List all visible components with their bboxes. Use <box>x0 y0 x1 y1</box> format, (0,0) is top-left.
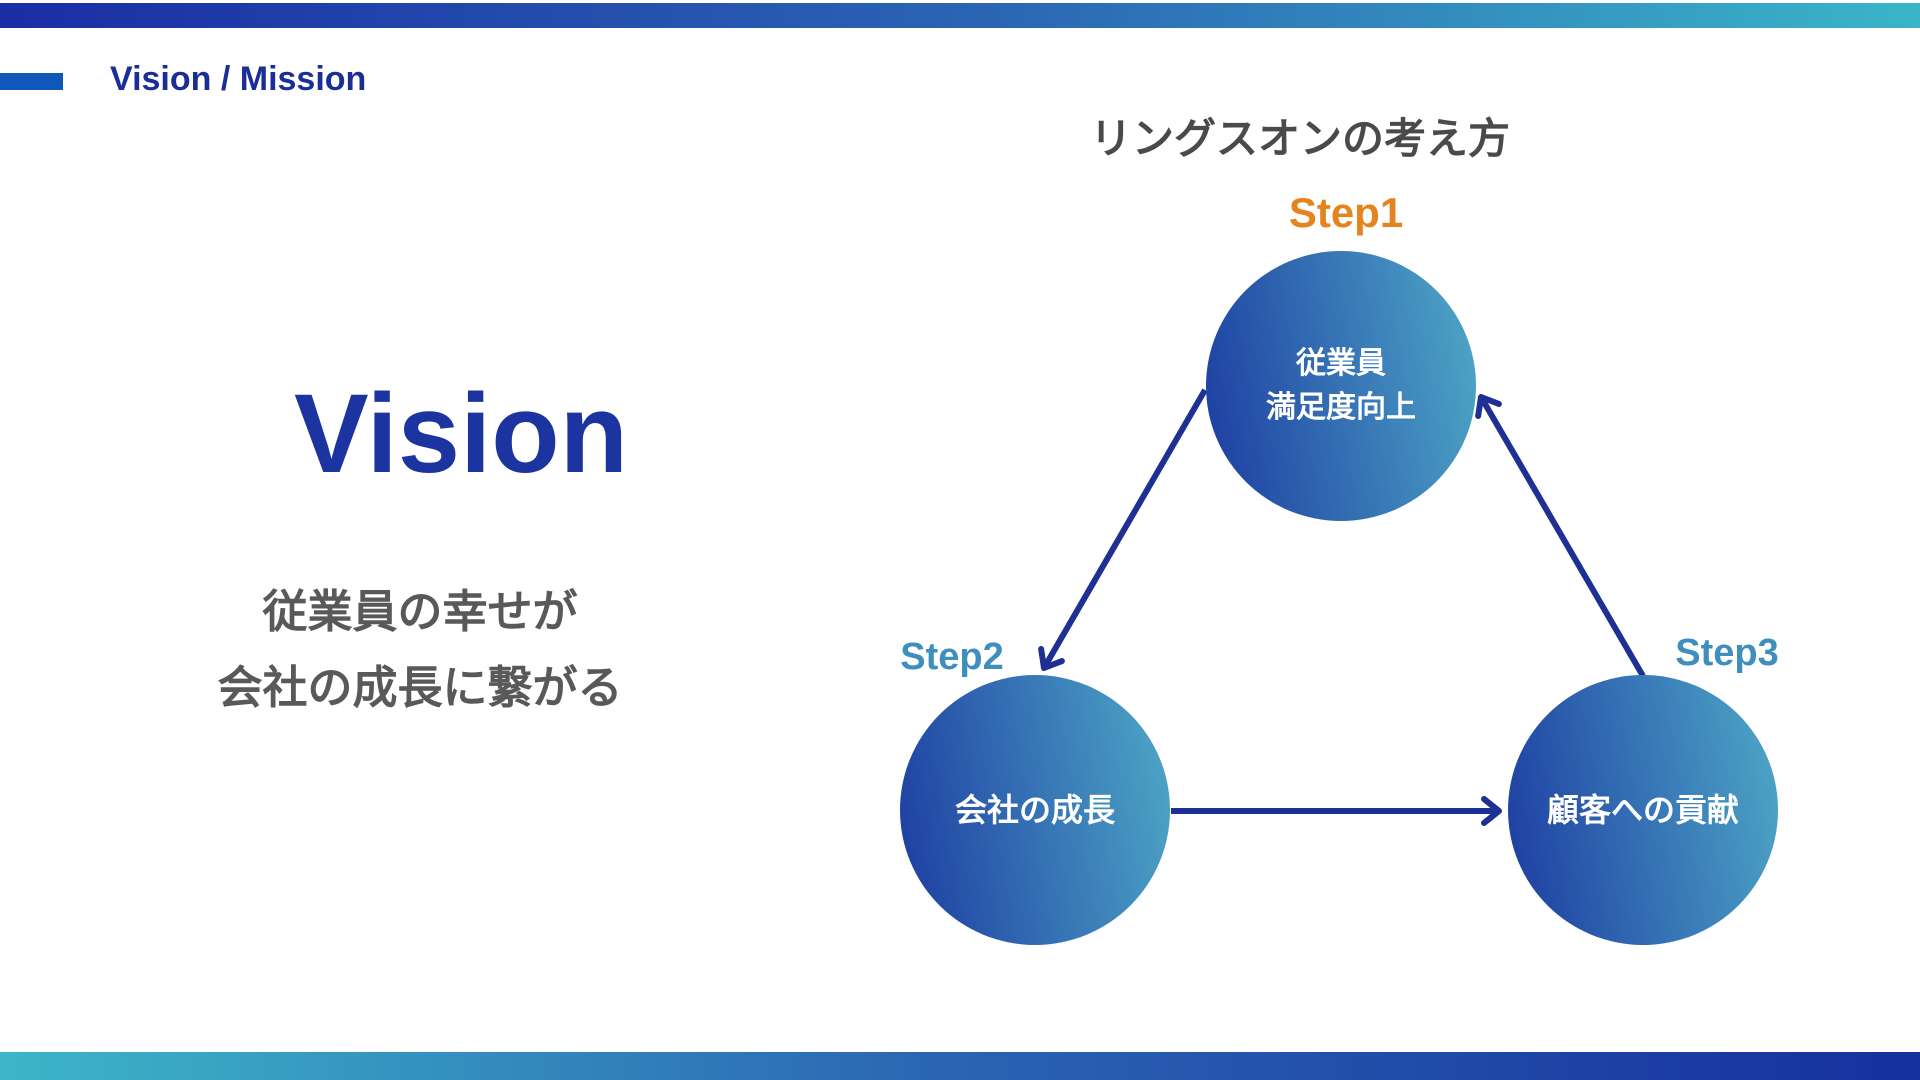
page-title: Vision / Mission <box>110 60 367 98</box>
top-gradient-bar <box>0 3 1920 28</box>
circle-customer-contribution: 顧客への貢献 <box>1508 675 1778 945</box>
step2-label: Step2 <box>900 636 1004 678</box>
circle2-line1: 会社の成長 <box>954 792 1115 828</box>
bottom-gradient-bar <box>0 1052 1920 1080</box>
vision-heading: Vision <box>293 371 629 496</box>
step1-label: Step1 <box>1288 189 1404 236</box>
step3-label: Step3 <box>1675 632 1779 674</box>
circle-company-growth: 会社の成長 <box>900 675 1170 945</box>
circle3-line1: 顧客への貢献 <box>1546 792 1739 828</box>
vision-subtitle-line1: 従業員の幸せが <box>262 586 578 637</box>
vision-subtitle: 従業員の幸せが 会社の成長に繋がる <box>110 574 730 726</box>
arrow-step3-to-step1 <box>1475 394 1646 678</box>
circle1-line2: 満足度向上 <box>1266 391 1416 424</box>
arrow-step1-to-step2 <box>1038 388 1208 671</box>
vision-subtitle-line2: 会社の成長に繋がる <box>217 662 623 713</box>
circle1-line1: 従業員 <box>1296 347 1386 380</box>
circle-employee-satisfaction: 従業員 満足度向上 <box>1206 251 1476 521</box>
diagram-title: リングスオンの考え方 <box>1089 115 1510 162</box>
header-dash-icon <box>0 73 63 90</box>
